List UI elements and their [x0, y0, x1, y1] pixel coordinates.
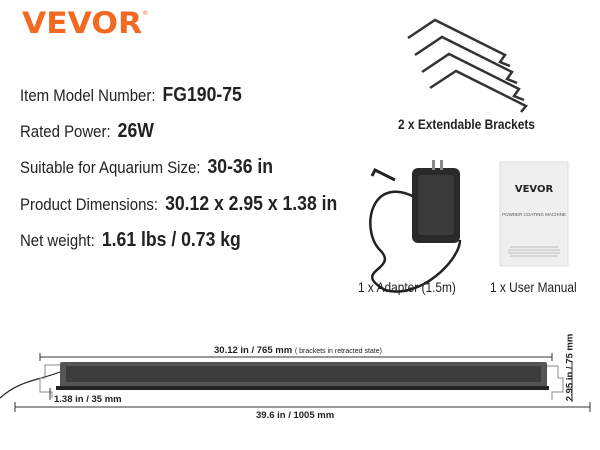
svg-text:VEVOR: VEVOR — [515, 184, 554, 195]
length-value: 30.12 in / 765 mm — [214, 345, 293, 356]
spec-label: Item Model Number: — [20, 86, 156, 105]
brackets-caption: 2 x Extendable Brackets — [398, 116, 535, 132]
spec-value: FG190-75 — [162, 84, 242, 106]
length-note: ( brackets in retracted state) — [294, 348, 382, 355]
spec-model: Item Model Number: FG190-75 — [20, 84, 242, 107]
spec-value: 30.12 x 2.95 x 1.38 in — [165, 193, 338, 215]
spec-label: Product Dimensions: — [20, 195, 159, 214]
spec-label: Suitable for Aquarium Size: — [20, 158, 201, 177]
spec-aquarium-size: Suitable for Aquarium Size: 30-36 in — [20, 156, 273, 179]
vevor-logo: VEVOR® — [22, 6, 149, 40]
spec-weight: Net weight: 1.61 lbs / 0.73 kg — [20, 229, 241, 252]
registered-mark: ® — [142, 10, 149, 17]
total-length-label: 39.6 in / 1005 mm — [256, 410, 335, 421]
svg-text:POWDER COATING MACHINE: POWDER COATING MACHINE — [502, 212, 566, 217]
logo-text: VEVOR — [22, 6, 143, 40]
spec-value: 1.61 lbs / 0.73 kg — [101, 229, 241, 251]
height-label: 1.38 in / 35 mm — [54, 394, 122, 405]
adapter-image — [369, 160, 462, 293]
spec-value: 26W — [117, 120, 154, 142]
length-retracted-label: 30.12 in / 765 mm ( brackets in retracte… — [214, 345, 382, 356]
spec-label: Rated Power: — [20, 122, 111, 141]
user-manual-image: VEVOR POWDER COATING MACHINE — [499, 161, 569, 267]
spec-value: 30-36 in — [207, 156, 274, 178]
spec-power: Rated Power: 26W — [20, 120, 154, 143]
spec-label: Net weight: — [20, 231, 95, 250]
adapter-caption: 1 x Adapter (1.5m) — [358, 279, 456, 295]
manual-caption: 1 x User Manual — [490, 279, 577, 295]
light-fixture-drawing — [0, 353, 591, 412]
brackets-image — [407, 18, 528, 113]
width-label: 2.95 in / 75 mm — [564, 333, 576, 402]
spec-dimensions: Product Dimensions: 30.12 x 2.95 x 1.38 i… — [20, 193, 337, 216]
